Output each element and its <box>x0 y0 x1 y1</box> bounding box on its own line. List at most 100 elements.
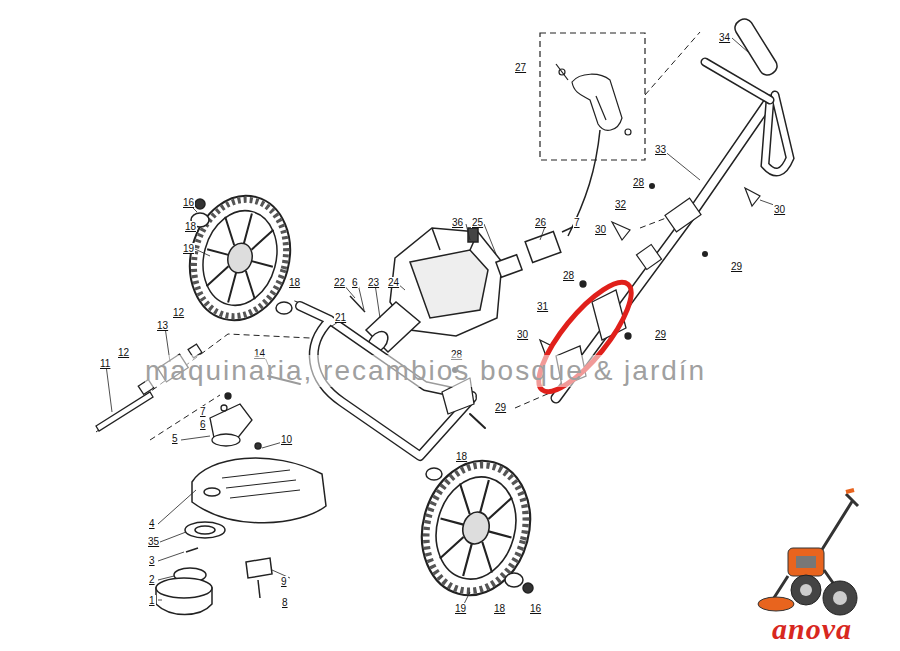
callout-number: 34 <box>718 32 731 43</box>
callout-number: 26 <box>534 217 547 228</box>
wheel <box>225 240 256 275</box>
label-position: 23 <box>367 272 380 290</box>
bracket-part <box>592 290 626 340</box>
product-thumbnail <box>788 548 824 576</box>
callout-number: 13 <box>156 320 169 331</box>
throttle-assembly <box>568 130 600 236</box>
wheel-hardware <box>426 468 442 480</box>
handle-tube <box>636 244 661 269</box>
guard <box>255 443 261 449</box>
label-position: 11 <box>99 353 111 371</box>
label-position: 31 <box>536 296 549 314</box>
callout-number: 10 <box>280 434 293 445</box>
drive-shaft <box>96 392 153 431</box>
label-position: 19 <box>454 598 467 616</box>
callout-number: 9 <box>280 576 288 587</box>
handle-tube <box>702 251 708 257</box>
product-thumbnail <box>833 591 847 605</box>
label-position: 27 <box>514 57 527 75</box>
callout-number: 12 <box>172 307 185 318</box>
label-position: 30 <box>773 199 786 217</box>
wheel <box>407 449 544 608</box>
handle-tube <box>649 183 655 189</box>
label-position: 25 <box>471 212 484 230</box>
wheel <box>176 184 303 331</box>
callout-number: 1 <box>148 595 156 606</box>
label-position: 18 <box>184 216 197 234</box>
wheel <box>459 509 492 547</box>
throttle-assembly <box>572 74 622 130</box>
wheel <box>176 184 303 331</box>
label-position: 29 <box>730 256 743 274</box>
handle-tube <box>732 16 780 78</box>
callout-number: 27 <box>514 62 527 73</box>
label-position: 30 <box>594 219 607 237</box>
label-position: 22 <box>333 272 346 290</box>
product-thumbnail <box>791 575 821 605</box>
callout-number: 29 <box>730 261 743 272</box>
callout-number: 21 <box>334 312 347 323</box>
assembly-line <box>150 395 220 440</box>
label-position: 34 <box>718 27 731 45</box>
callout-number: 30 <box>594 224 607 235</box>
label-position: anova <box>772 612 852 646</box>
engine <box>410 250 488 318</box>
label-position: 12 <box>172 302 185 320</box>
guard <box>258 580 260 598</box>
callout-number: 30 <box>516 329 529 340</box>
callout-number: 22 <box>333 277 346 288</box>
handle-tube <box>556 100 770 398</box>
callout-number: 25 <box>471 217 484 228</box>
label-position: 9 <box>280 571 288 589</box>
callout-number: 33 <box>654 144 667 155</box>
engine <box>525 232 561 263</box>
handle-tube <box>665 198 701 232</box>
leader-line <box>181 436 210 440</box>
callout-number: 28 <box>632 177 645 188</box>
leader-line <box>195 249 210 256</box>
callout-number: 18 <box>455 451 468 462</box>
leader-line <box>106 365 112 412</box>
callout-number: 7 <box>573 217 581 228</box>
handle-tube <box>556 100 770 398</box>
product-thumbnail <box>800 584 812 596</box>
wheel-hardware <box>523 583 533 593</box>
assembly-line <box>645 32 700 95</box>
guard <box>195 526 215 534</box>
leader-line <box>158 600 162 601</box>
wheel-hardware <box>191 199 533 593</box>
bracket-part <box>625 333 631 339</box>
callout-number: 19 <box>182 243 195 254</box>
label-position: 21 <box>334 307 347 325</box>
wheel <box>428 471 525 586</box>
guard <box>186 548 198 552</box>
label-position: 13 <box>156 315 169 333</box>
label-position: maquinaria, recambios bosque & jardín <box>145 355 706 387</box>
throttle-assembly <box>625 129 631 135</box>
leader-line <box>466 224 470 240</box>
product-thumbnail <box>846 490 854 492</box>
callout-number: 30 <box>773 204 786 215</box>
wheel-hardware <box>195 199 205 209</box>
wheel-hardware <box>276 302 292 314</box>
callout-number: 16 <box>529 603 542 614</box>
assembly-line <box>515 392 552 408</box>
callout-number: 8 <box>281 597 289 608</box>
label-position: 32 <box>614 194 627 212</box>
callout-number: 36 <box>451 217 464 228</box>
callout-number: 23 <box>367 277 380 288</box>
label-position: 3 <box>148 550 156 568</box>
leader-line <box>358 284 364 310</box>
callout-number: 16 <box>182 197 195 208</box>
callout-number: 32 <box>614 199 627 210</box>
label-position: 2 <box>148 569 156 587</box>
handle-tube <box>765 95 790 172</box>
label-position: 16 <box>182 192 195 210</box>
guard <box>192 458 326 523</box>
wheel <box>181 189 298 326</box>
label-position: 1 <box>148 590 156 608</box>
leader-line <box>158 576 174 580</box>
leader-line <box>484 224 496 254</box>
product-thumbnail <box>758 597 794 611</box>
